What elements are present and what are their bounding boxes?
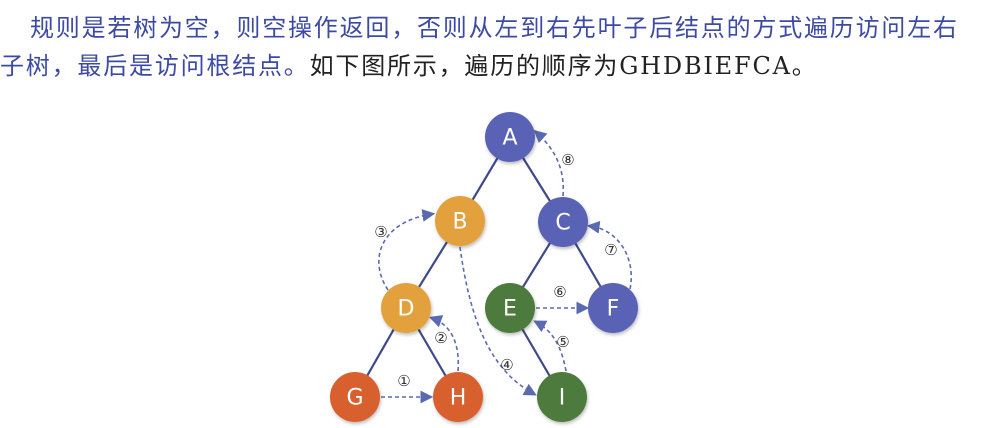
traversal-arrow-D-B bbox=[378, 209, 436, 291]
traversal-arrow-C-A bbox=[533, 129, 565, 197]
node-circle bbox=[433, 372, 483, 422]
step-label: ④ bbox=[500, 356, 513, 374]
tree-node-E: E bbox=[485, 283, 535, 333]
node-circle bbox=[330, 372, 380, 422]
node-circle bbox=[435, 196, 485, 246]
tree-node-B: B bbox=[435, 196, 485, 246]
node-label: E bbox=[503, 297, 517, 322]
step-label: ③ bbox=[374, 223, 387, 241]
paragraph-line-2-blue: 子树，最后是访问根结点。 bbox=[0, 52, 310, 80]
tree-node-D: D bbox=[381, 283, 431, 333]
node-circle bbox=[537, 372, 587, 422]
step-label: ① bbox=[397, 372, 410, 390]
step-label: ⑦ bbox=[604, 241, 617, 259]
traversal-arrow-H-D bbox=[428, 315, 460, 372]
paragraph-line-2-black: 如下图所示，遍历的顺序为GHDBIEFCA。 bbox=[309, 52, 818, 80]
node-label: I bbox=[559, 386, 566, 411]
node-circle bbox=[538, 197, 588, 247]
node-label: F bbox=[607, 297, 620, 322]
traversal-arrow-F-C bbox=[586, 220, 632, 290]
tree-node-H: H bbox=[433, 372, 483, 422]
node-label: H bbox=[450, 386, 467, 411]
step-label: ⑧ bbox=[561, 151, 574, 169]
node-label: G bbox=[346, 386, 363, 411]
node-label: B bbox=[452, 210, 467, 235]
tree-node-A: A bbox=[485, 112, 535, 162]
node-circle bbox=[485, 112, 535, 162]
node-label: A bbox=[502, 126, 517, 151]
tree-node-C: C bbox=[538, 197, 588, 247]
paragraph-line-2: 子树，最后是访问根结点。如下图所示，遍历的顺序为GHDBIEFCA。 bbox=[0, 46, 818, 81]
node-label: D bbox=[398, 297, 415, 322]
node-circle bbox=[381, 283, 431, 333]
node-circle bbox=[588, 283, 638, 333]
traversal-arrow-I-E bbox=[533, 320, 567, 372]
tree-node-I: I bbox=[537, 372, 587, 422]
tree-node-G: G bbox=[330, 372, 380, 422]
node-label: C bbox=[555, 211, 570, 236]
tree-node-F: F bbox=[588, 283, 638, 333]
paragraph-line-1: 规则是若树为空，则空操作返回，否则从左到右先叶子后结点的方式遍历访问左右 bbox=[30, 14, 959, 42]
step-label: ⑤ bbox=[556, 333, 569, 351]
node-circle bbox=[485, 283, 535, 333]
step-label: ⑥ bbox=[553, 283, 566, 301]
step-label: ② bbox=[434, 329, 447, 347]
